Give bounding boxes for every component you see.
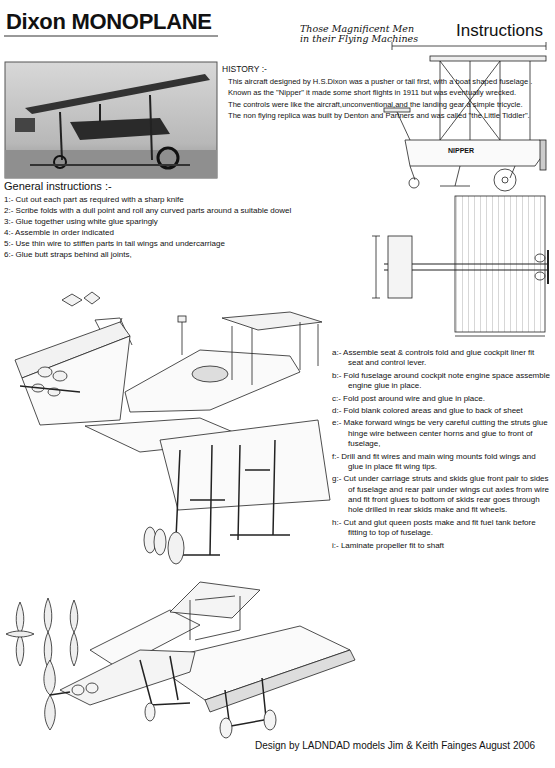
- assembled-view: [44, 582, 355, 738]
- assembly-step: g:- Cut under carriage struts and skids …: [332, 474, 550, 516]
- instruction-item: 2:- Scribe folds with a dull point and r…: [4, 206, 364, 216]
- assembly-step: i:- Laminate propeller fit to shaft: [332, 541, 550, 551]
- assembly-step: f:- Drill and fit wires and main wing mo…: [332, 452, 550, 473]
- assembly-step: e:- Make forward wings be very careful c…: [332, 418, 550, 449]
- logo-text: Those Magnificent Men in their Flying Ma…: [300, 24, 420, 45]
- exploded-view: [15, 292, 330, 564]
- section-heading: HISTORY :-: [222, 64, 267, 75]
- assembly-steps: a:- Assemble seat & controls fold and gl…: [332, 348, 550, 553]
- page-title: Dixon MONOPLANE: [6, 8, 212, 36]
- photo: [5, 62, 217, 178]
- instruction-item: 3:- Glue together using white glue spari…: [4, 217, 364, 227]
- title-rule: [4, 36, 218, 37]
- propellers: [6, 598, 78, 668]
- history-line: Known as the "Nipper" it made some short…: [222, 88, 550, 97]
- assembly-step: b:- Fold fuselage around cockpit note en…: [332, 371, 550, 392]
- assembly-step: d:- Fold blank colored areas and glue to…: [332, 406, 550, 416]
- instruction-item: 1:- Cut out each part as required with a…: [4, 195, 364, 205]
- assembly-step: a:- Assemble seat & controls fold and gl…: [332, 348, 550, 369]
- assembly-step: h:- Cut and glut queen posts make and fi…: [332, 518, 550, 539]
- instruction-item: 6:- Glue butt straps behind all joints,: [4, 250, 364, 260]
- top-view-plan: [372, 196, 548, 336]
- history-line: The non flying replica was built by Dent…: [222, 111, 550, 120]
- page-heading: Instructions: [456, 20, 543, 41]
- history-line: This aircraft designed by H.S.Dixon was …: [222, 77, 550, 86]
- credit-line: Design by LADNDAD models Jim & Keith Fai…: [255, 740, 535, 753]
- history-line: The controls were like the aircraft,unco…: [222, 100, 550, 109]
- section-heading: General instructions :-: [4, 180, 364, 194]
- history-text: This aircraft designed by H.S.Dixon was …: [222, 77, 550, 123]
- assembly-step: c:- Fold post around wire and glue in pl…: [332, 394, 550, 404]
- general-instructions: General instructions :-1:- Cut out each …: [4, 180, 364, 261]
- instruction-item: 4:- Assemble in order indicated: [4, 228, 364, 238]
- plan-label: NIPPER: [447, 147, 475, 156]
- instruction-item: 5:- Use thin wire to stiffen parts in ta…: [4, 239, 364, 249]
